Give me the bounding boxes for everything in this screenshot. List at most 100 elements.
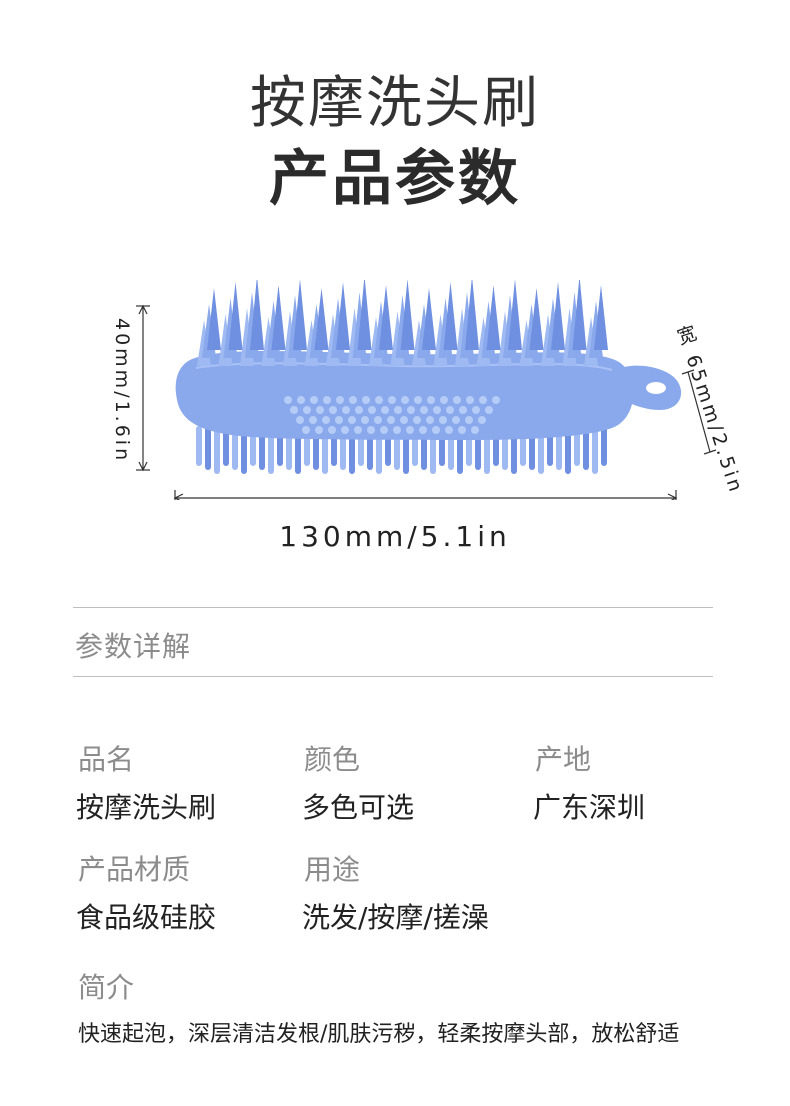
massage-nub	[315, 426, 323, 434]
massage-nub	[342, 406, 350, 414]
massage-nub	[328, 426, 336, 434]
upper-spike	[443, 282, 458, 350]
massage-nub	[465, 416, 473, 424]
massage-nub	[290, 406, 298, 414]
upper-spike	[422, 288, 436, 350]
upper-spike	[336, 282, 350, 350]
width-dimension-label: 宽 65mm/2.5in	[670, 322, 750, 498]
product-title: 按摩洗头刷	[250, 71, 540, 136]
lower-bristle	[196, 426, 202, 466]
massage-nub	[335, 416, 343, 424]
divider-bottom	[73, 676, 713, 677]
massage-nub	[349, 396, 357, 404]
massage-nub	[341, 426, 349, 434]
height-dimension-line	[136, 304, 150, 472]
spec-color-value: 多色可选	[302, 791, 415, 824]
massage-nub	[302, 426, 310, 434]
spec-name-label: 品名	[78, 743, 135, 776]
massage-nub	[296, 416, 304, 424]
upper-spike	[486, 285, 501, 350]
upper-spike	[551, 282, 565, 350]
massage-nub	[478, 416, 486, 424]
width-dimension-line	[681, 369, 717, 455]
lower-bristle	[592, 426, 598, 474]
massage-nub	[310, 396, 318, 404]
massage-nub	[322, 416, 330, 424]
massage-nub	[452, 416, 460, 424]
brush-illustration	[136, 280, 717, 500]
massage-nub	[401, 396, 409, 404]
massage-nub	[400, 416, 408, 424]
upper-spike	[379, 285, 393, 350]
massage-nub	[479, 396, 487, 404]
massage-nub	[453, 396, 461, 404]
spec-origin-label: 产地	[535, 743, 592, 776]
massage-nub	[361, 416, 369, 424]
massage-nub	[446, 406, 454, 414]
massage-nub	[348, 416, 356, 424]
massage-nub	[471, 426, 479, 434]
massage-nub	[432, 426, 440, 434]
upper-spike	[529, 288, 544, 350]
upper-spike	[314, 288, 329, 350]
lower-bristle	[241, 426, 247, 474]
section-heading-parameters: 产品参数	[269, 144, 521, 214]
lower-bristle	[574, 426, 580, 466]
massage-nub	[407, 406, 415, 414]
massage-nub	[354, 426, 362, 434]
massage-nub	[466, 396, 474, 404]
upper-spike	[271, 285, 286, 350]
massage-nub	[374, 416, 382, 424]
upper-spike	[508, 280, 522, 350]
massage-nub	[375, 396, 383, 404]
massage-nub	[336, 396, 344, 404]
massage-nub	[492, 396, 500, 404]
spec-intro-value: 快速起泡，深层清洁发根/肌肤污秽，轻柔按摩头部，放松舒适	[78, 1022, 680, 1047]
upper-spike	[207, 288, 221, 350]
massage-nub	[458, 426, 466, 434]
massage-nub	[388, 396, 396, 404]
divider-top	[73, 607, 713, 608]
brush-massage-nubs	[284, 396, 500, 434]
width-dimension-prefix: 宽	[671, 322, 700, 351]
massage-nub	[445, 426, 453, 434]
upper-spike	[228, 282, 243, 350]
brush-upper-spikes	[197, 280, 608, 366]
lower-bristle	[565, 426, 571, 474]
massage-nub	[472, 406, 480, 414]
massage-nub	[297, 396, 305, 404]
massage-nub	[380, 426, 388, 434]
spec-usage-label: 用途	[304, 853, 361, 886]
massage-nub	[426, 416, 434, 424]
massage-nub	[362, 396, 370, 404]
massage-nub	[427, 396, 435, 404]
massage-nub	[329, 406, 337, 414]
lower-bristle	[223, 426, 229, 466]
upper-spike	[400, 280, 415, 350]
upper-spike	[572, 280, 587, 350]
massage-nub	[439, 416, 447, 424]
lower-bristle	[214, 426, 220, 474]
section-title-details: 参数详解	[75, 630, 192, 663]
spec-intro-label: 简介	[78, 971, 135, 1004]
height-dimension-label: 40mm/1.6in	[111, 318, 133, 464]
upper-spike	[250, 280, 264, 350]
massage-nub	[309, 416, 317, 424]
massage-nub	[414, 396, 422, 404]
massage-nub	[355, 406, 363, 414]
lower-bristle	[205, 426, 211, 470]
upper-spike	[293, 280, 307, 350]
width-dimension: 宽 65mm/2.5in	[660, 320, 780, 497]
lower-bristle	[232, 426, 238, 470]
massage-nub	[413, 416, 421, 424]
massage-nub	[393, 426, 401, 434]
massage-nub	[367, 426, 375, 434]
massage-nub	[440, 396, 448, 404]
massage-nub	[485, 406, 493, 414]
massage-nub	[387, 416, 395, 424]
massage-nub	[419, 426, 427, 434]
massage-nub	[394, 406, 402, 414]
upper-spike	[465, 280, 479, 350]
massage-nub	[420, 406, 428, 414]
spec-origin-value: 广东深圳	[533, 791, 646, 824]
